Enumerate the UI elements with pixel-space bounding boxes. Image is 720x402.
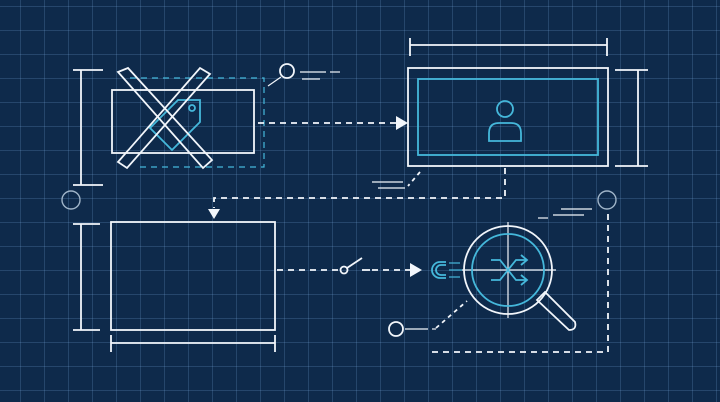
crossed-box [111, 89, 255, 154]
tag-icon [148, 99, 201, 152]
bottom-dimension-line [110, 335, 276, 352]
arrow-to-magnet-head [410, 263, 422, 277]
right-node-circle [597, 190, 617, 210]
profile-outer-box [407, 67, 609, 167]
left-node-circle [61, 190, 81, 210]
pin-callout [267, 63, 340, 87]
profile-inner-box [417, 78, 599, 156]
profile-connector-stub [407, 171, 421, 187]
profile-group [372, 38, 648, 189]
cross-out-icon [116, 66, 214, 170]
magnifier-icon [463, 225, 577, 331]
crossed-box-group [61, 63, 340, 210]
magnifier-hatch-marks [538, 208, 592, 219]
switch-icon [339, 257, 370, 275]
right-dimension-line [615, 69, 648, 167]
bottom-pin-callout [388, 300, 468, 337]
empty-box [110, 221, 276, 331]
left-dimension-line-lower [73, 223, 100, 331]
magnet-icon [431, 261, 462, 279]
arrow-to-profile-head [396, 116, 408, 130]
profile-hatch-marks [372, 181, 405, 189]
magnifier-group [388, 190, 617, 353]
top-dimension-line [409, 38, 608, 56]
empty-box-group [73, 221, 276, 352]
connector-to-empty-box [213, 168, 506, 208]
left-dimension-line [73, 69, 103, 186]
shuffle-icon [491, 254, 529, 286]
user-icon [488, 100, 522, 142]
magnifier-bracket-dashed [430, 214, 609, 353]
connector-arrow-head [208, 209, 220, 219]
